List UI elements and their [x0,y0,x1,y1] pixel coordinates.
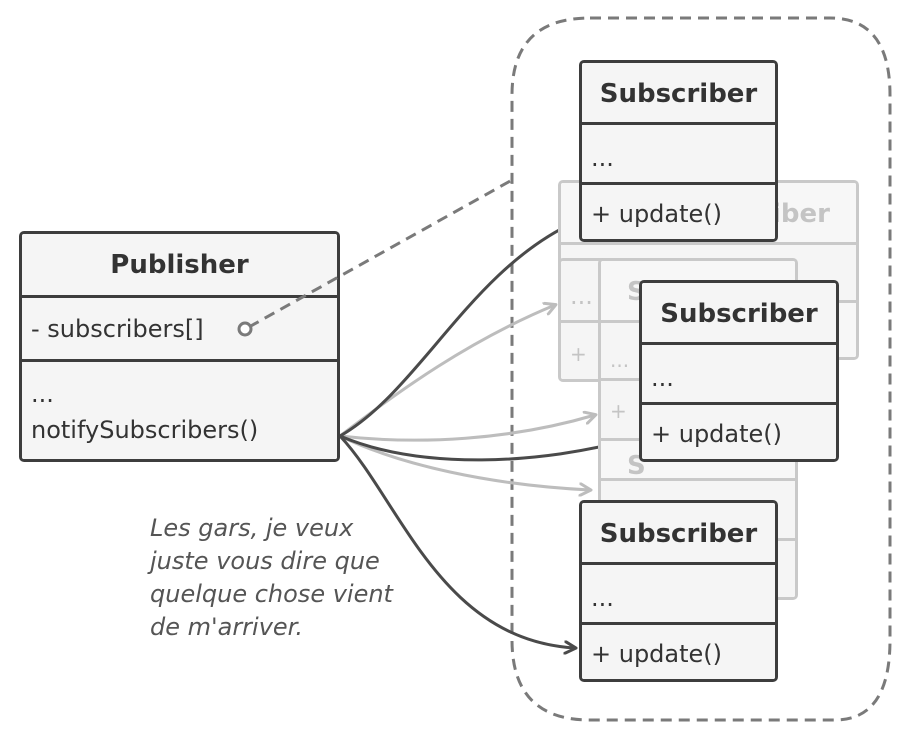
subscriber-2-body: ... [642,345,836,405]
arrow-to-ghost-1 [339,305,555,438]
publisher-field: - subscribers[] [22,298,337,362]
publisher-title: Publisher [22,234,337,298]
subscriber-class-2: Subscriber ... + update() [639,280,839,462]
publisher-method-ellipsis: ... [31,380,54,408]
arrow-to-subscriber-2 [339,436,636,462]
note-line-4: de m'arriver. [150,613,303,641]
subscriber-1-title: Subscriber [582,63,775,125]
arrow-to-ghost-3 [339,434,590,490]
note-line-2: juste vous dire que [150,547,380,575]
subscriber-1-method: + update() [582,185,775,239]
subscriber-1-body: ... [582,125,775,185]
publisher-class: Publisher - subscribers[] ... notifySubs… [19,231,340,462]
subscriber-3-method: + update() [582,625,775,679]
subscriber-class-1: Subscriber ... + update() [579,60,778,242]
publisher-method-notify: notifySubscribers() [31,416,259,444]
arrow-to-subscriber-3 [338,434,575,648]
subscriber-2-method: + update() [642,405,836,459]
subscribers-collection-outline [510,16,892,722]
subscriber-3-title: Subscriber [582,503,775,565]
publisher-methods: ... notifySubscribers() [22,362,337,459]
subscriber-class-3: Subscriber ... + update() [579,500,778,682]
note-line-1: Les gars, je veux [150,514,354,542]
subscriber-2-title: Subscriber [642,283,836,345]
note-line-3: quelque chose vient [150,580,393,608]
arrow-to-subscriber-1 [339,222,575,438]
arrow-to-ghost-2 [339,415,595,442]
subscriber-3-body: ... [582,565,775,625]
publisher-note: Les gars, je veux juste vous dire que qu… [150,512,450,644]
